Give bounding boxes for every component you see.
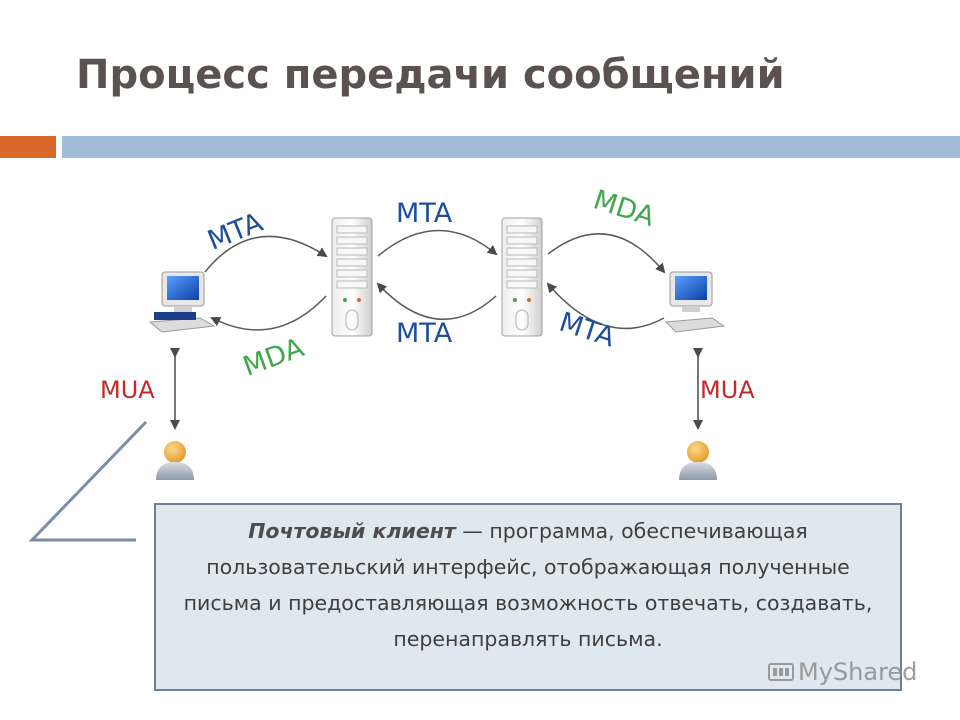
- title-divider-bar: [62, 136, 960, 158]
- watermark-text: MyShared: [798, 658, 918, 686]
- label-mta-left-top: MTA: [203, 207, 267, 257]
- label-mta-middle-bottom: MTA: [396, 318, 453, 349]
- left-user-icon: [156, 441, 194, 480]
- left-server-icon: [331, 217, 373, 337]
- arrow-left-server-to-computer: [210, 295, 327, 331]
- label-mta-right-bottom: MTA: [556, 307, 619, 354]
- arrow-computer-to-left-server: [204, 235, 328, 273]
- right-server-icon: [501, 217, 543, 337]
- callout-definition: — программа, обеспечивающая пользователь…: [183, 519, 873, 651]
- right-user-icon: [679, 441, 717, 480]
- myshared-watermark: MyShared: [768, 658, 917, 686]
- title-accent-bar: [0, 136, 56, 158]
- arrow-computer-to-right-server: [546, 282, 665, 330]
- myshared-logo-icon: [768, 663, 794, 681]
- arrow-right-server-to-computer: [547, 233, 666, 274]
- slide-title: Процесс передачи сообщений: [76, 52, 785, 98]
- label-mua-right: MUA: [700, 376, 755, 404]
- label-mda-right-top: MDA: [590, 184, 659, 233]
- callout-term: Почтовый клиент: [248, 519, 456, 543]
- label-mta-middle-top: MTA: [396, 198, 453, 229]
- label-mua-left: MUA: [100, 376, 155, 404]
- label-mda-left-bottom: MDA: [239, 332, 308, 383]
- callout-pointer: [28, 420, 148, 542]
- arrow-left-server-to-right-server: [377, 229, 498, 257]
- right-computer-icon: [664, 271, 726, 333]
- left-computer-icon: [148, 271, 216, 333]
- definition-callout: Почтовый клиент — программа, обеспечиваю…: [154, 503, 902, 691]
- arrow-right-server-to-left-server: [376, 282, 497, 321]
